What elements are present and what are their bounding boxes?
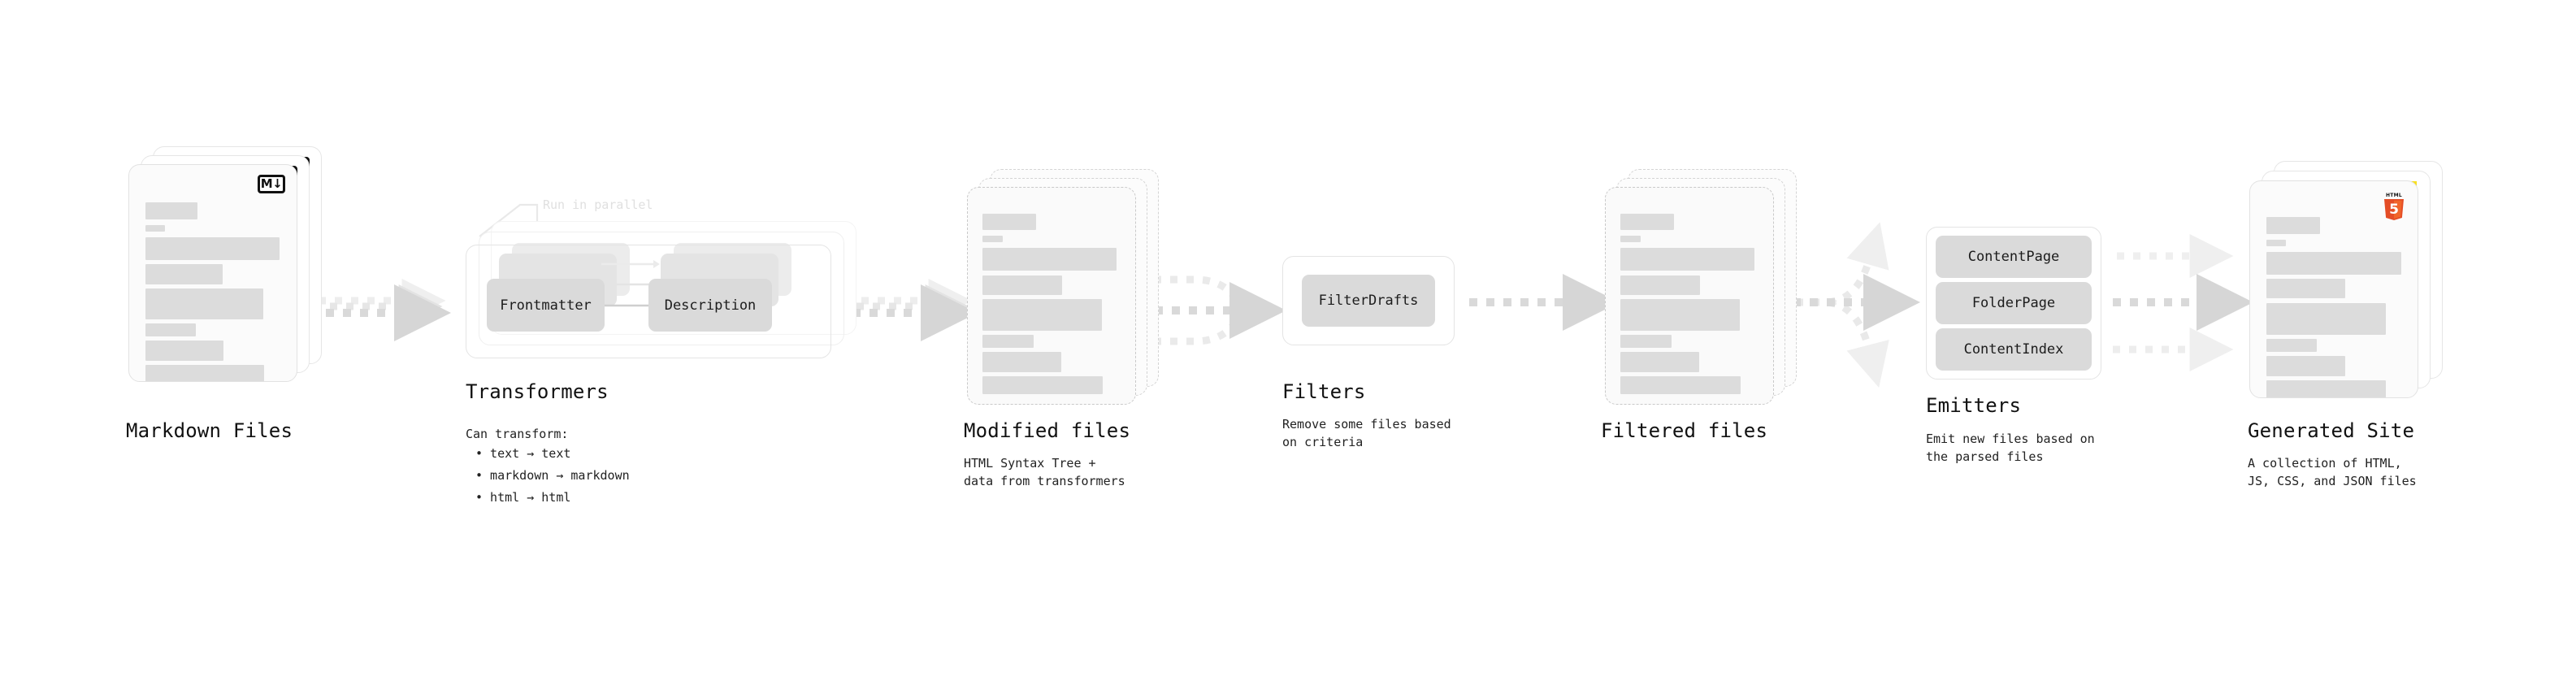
stage-title-filters: Filters — [1282, 380, 1366, 403]
skeleton-bar — [982, 275, 1062, 295]
skeleton-bar — [2266, 380, 2386, 397]
skeleton-bar — [982, 214, 1036, 230]
skeleton-bar — [1620, 214, 1674, 230]
skeleton-bar — [982, 236, 1003, 242]
markdown-card-front[interactable]: M↓ — [128, 164, 297, 382]
filtered-card-front[interactable] — [1605, 187, 1774, 405]
emitters-chip-label: FolderPage — [1971, 295, 2056, 311]
html5-icon: HTML 5 — [2382, 191, 2406, 220]
skeleton-bar — [145, 340, 223, 361]
skeleton-bar — [982, 299, 1102, 331]
emitters-chip-folderpage[interactable]: FolderPage — [1936, 282, 2092, 324]
transformer-chip-label: Frontmatter — [500, 297, 592, 314]
transformers-bullet-1: • markdown → markdown — [475, 468, 630, 483]
emitters-chip-label: ContentIndex — [1963, 341, 2064, 358]
skeleton-bar — [1620, 376, 1741, 394]
filters-chip-filterdrafts[interactable]: FilterDrafts — [1302, 275, 1435, 327]
transformer-chip-label: Description — [664, 297, 757, 314]
transformer-chip-description[interactable]: Description — [648, 279, 772, 332]
stage-title-transformers: Transformers — [466, 380, 609, 403]
skeleton-bar — [2266, 339, 2317, 352]
transformers-bullet-0: • text → text — [475, 446, 571, 461]
emitters-chip-contentpage[interactable]: ContentPage — [1936, 236, 2092, 278]
skeleton-bar — [1620, 335, 1672, 348]
stage-title-generated-site: Generated Site — [2248, 419, 2415, 442]
filters-chip-label: FilterDrafts — [1318, 293, 1419, 309]
generated-card-front[interactable]: HTML 5 — [2249, 180, 2418, 398]
skeleton-bar — [982, 248, 1117, 271]
stage-subtitle-filters: Remove some files based on criteria — [1282, 417, 1451, 449]
skeleton-bar — [1620, 248, 1754, 271]
skeleton-bar — [145, 225, 165, 232]
skeleton-bar — [145, 237, 280, 260]
transformer-box-front[interactable] — [466, 245, 831, 358]
connector-emitters-to-site — [2113, 234, 2253, 371]
skeleton-bar — [1620, 236, 1641, 242]
transformer-chip-frontmatter[interactable]: Frontmatter — [487, 279, 605, 332]
stage-title-markdown-files: Markdown Files — [126, 419, 293, 442]
stage-title-filtered-files: Filtered files — [1601, 419, 1768, 442]
emitters-chip-contentindex[interactable]: ContentIndex — [1936, 328, 2092, 371]
skeleton-bar — [2266, 252, 2401, 275]
stage-title-emitters: Emitters — [1926, 394, 2022, 417]
svg-text:HTML: HTML — [2386, 193, 2402, 198]
stage-title-modified-files: Modified files — [964, 419, 1131, 442]
emitters-chip-label: ContentPage — [1967, 249, 2060, 265]
annotation-run-in-parallel: Run in parallel — [543, 197, 653, 212]
stage-subtitle-generated-site: A collection of HTML, JS, CSS, and JSON … — [2248, 456, 2417, 488]
stage-subtitle-transformers: Can transform: — [466, 427, 569, 441]
connector-md-to-transformers — [309, 279, 451, 341]
skeleton-bar — [982, 352, 1061, 372]
skeleton-bar — [145, 264, 223, 284]
markdown-icon-letter: M — [260, 176, 273, 191]
skeleton-bar — [982, 376, 1103, 394]
skeleton-bar — [2266, 356, 2345, 376]
skeleton-bar — [2266, 217, 2320, 234]
skeleton-bar — [1620, 352, 1699, 372]
skeleton-bar — [145, 323, 196, 336]
skeleton-bar — [1620, 275, 1700, 295]
skeleton-bar — [982, 335, 1034, 348]
stage-subtitle-modified-files: HTML Syntax Tree + data from transformer… — [964, 456, 1125, 488]
skeleton-bar — [145, 365, 264, 381]
stage-subtitle-emitters: Emit new files based on the parsed files — [1926, 432, 2095, 464]
skeleton-bar — [2266, 303, 2386, 335]
transformer-box-ghost-mid — [479, 232, 844, 345]
skeleton-bar — [2266, 279, 2345, 298]
skeleton-bar — [145, 202, 197, 219]
skeleton-bar — [1620, 299, 1740, 331]
skeleton-bar — [2266, 240, 2286, 246]
svg-text:5: 5 — [2389, 202, 2399, 218]
modified-card-front[interactable] — [967, 187, 1136, 405]
markdown-icon: M↓ — [258, 175, 285, 193]
skeleton-bar — [145, 288, 263, 319]
transformers-bullet-2: • html → html — [475, 490, 571, 505]
